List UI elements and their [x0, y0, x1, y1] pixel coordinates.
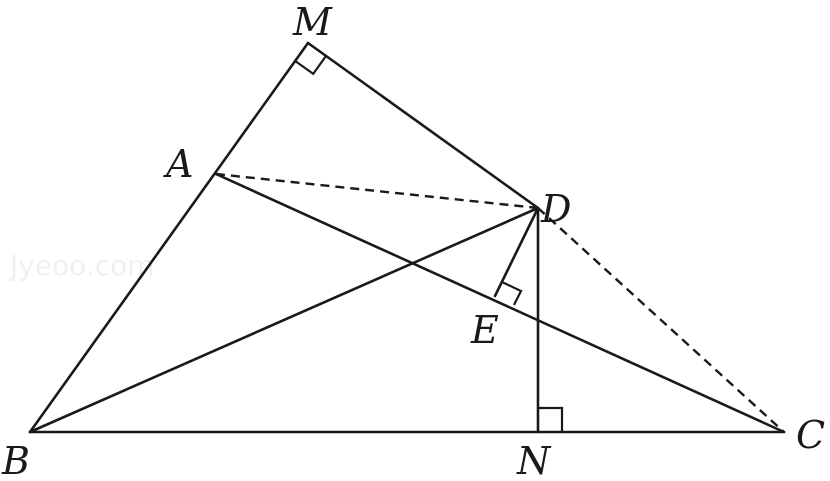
right-angle-mark-m	[294, 55, 327, 76]
segment-de	[493, 206, 540, 298]
label-b: B	[1, 439, 30, 481]
label-e: E	[470, 308, 499, 352]
label-c: C	[796, 413, 825, 457]
watermark: Jyeoo.com	[8, 249, 155, 282]
label-d: D	[540, 187, 571, 231]
label-a: A	[163, 142, 193, 186]
segment-bd	[28, 206, 540, 434]
label-m: M	[292, 0, 333, 44]
segment-ad-dashed	[215, 172, 539, 210]
segment-md	[306, 41, 540, 210]
segment-ac	[214, 172, 786, 434]
label-n: N	[516, 439, 552, 481]
right-angle-mark-e	[501, 281, 523, 306]
right-angle-mark-n	[538, 406, 564, 432]
segment-bm	[28, 41, 310, 434]
segment-dc-dashed	[537, 207, 785, 433]
